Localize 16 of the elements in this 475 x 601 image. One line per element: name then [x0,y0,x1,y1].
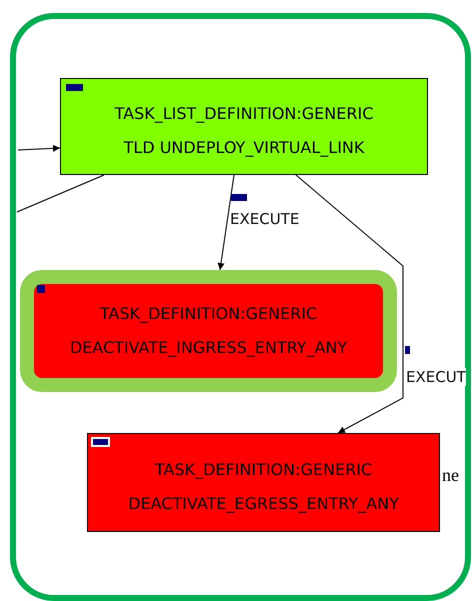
arrow [218,174,234,270]
task-list-box [60,78,428,175]
task-box [87,433,440,532]
container-frame [10,13,471,601]
arrow [296,174,404,434]
node-text: TASK_DEFINITION:GENERIC [154,458,372,481]
node-text: TLD UNDEPLOY_VIRTUAL_LINK [124,136,364,159]
node-text: TASK_LIST_DEFINITION:GENERIC [114,102,374,125]
text-fragment: ne [442,464,459,486]
edge-label: EXECUT [406,368,466,386]
arrow [18,144,60,152]
node-text: TASK_DEFINITION:GENERIC [100,303,318,325]
connector-line [16,174,104,212]
node-text: DEACTIVATE_EGRESS_ENTRY_ANY [128,492,399,515]
highlighted-task-box [20,270,397,392]
node-text: DEACTIVATE_INGRESS_ENTRY_ANY [70,337,348,359]
